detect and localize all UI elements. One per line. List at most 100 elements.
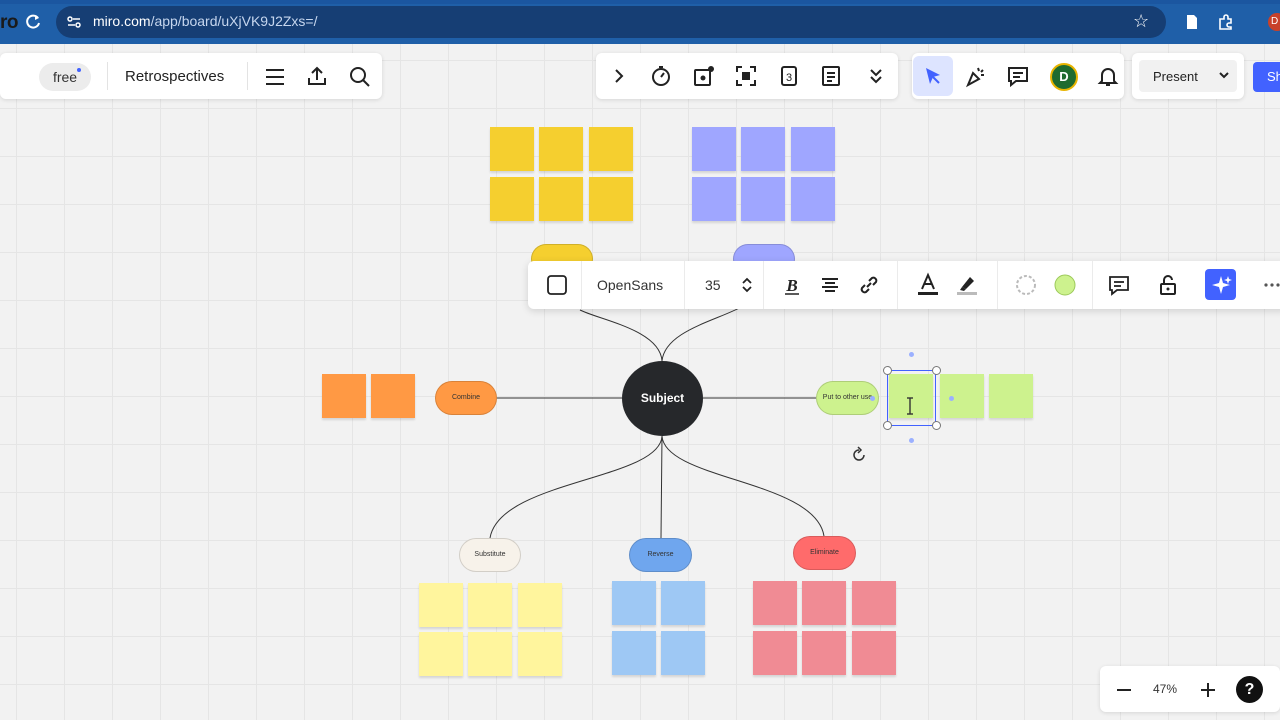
sticky-note[interactable] [852, 581, 896, 625]
bell-icon[interactable] [1096, 64, 1120, 88]
notes-icon[interactable] [819, 64, 843, 88]
sticky-note[interactable] [468, 632, 512, 676]
text-color-icon[interactable] [916, 272, 940, 296]
sticky-note[interactable] [802, 631, 846, 675]
mindmap-node-reverse[interactable]: Reverse [629, 538, 692, 572]
sticky-note[interactable] [791, 177, 835, 221]
sticky-note[interactable] [612, 631, 656, 675]
stepper-icon[interactable] [737, 273, 757, 297]
shape-square-icon[interactable] [545, 273, 569, 297]
voting-icon[interactable] [692, 64, 716, 88]
zoom-level[interactable]: 47% [1153, 682, 1178, 696]
sticky-note[interactable] [419, 583, 463, 627]
chevron-double-down-icon[interactable] [864, 64, 888, 88]
mindmap-node-eliminate[interactable]: Eliminate [793, 536, 856, 570]
sticky-note[interactable] [692, 177, 736, 221]
upload-icon[interactable] [305, 64, 329, 88]
sticky-note[interactable] [612, 581, 656, 625]
sticky-note[interactable] [741, 177, 785, 221]
comment-icon[interactable] [1107, 273, 1131, 297]
zoom-out-icon[interactable] [1112, 678, 1136, 702]
fill-color-icon[interactable] [1053, 273, 1077, 297]
sticky-note[interactable] [589, 127, 633, 171]
font-size-input[interactable]: 35 [705, 277, 721, 293]
frame-focus-icon[interactable] [734, 64, 758, 88]
mindmap-node-substitute[interactable]: Substitute [459, 538, 521, 572]
sticky-note[interactable] [539, 127, 583, 171]
share-button[interactable]: Sh [1253, 62, 1280, 92]
highlighter-icon[interactable] [955, 272, 979, 296]
unlock-icon[interactable] [1156, 273, 1180, 297]
reload-icon[interactable] [23, 12, 43, 32]
sticky-note[interactable] [589, 177, 633, 221]
mindmap-center-node[interactable]: Subject [622, 361, 703, 436]
chevron-down-icon[interactable] [1214, 65, 1234, 85]
sticky-note[interactable] [518, 632, 562, 676]
sticky-note[interactable] [661, 581, 705, 625]
connection-point[interactable] [870, 396, 875, 401]
selection-box [887, 370, 936, 426]
connection-point[interactable] [909, 352, 914, 357]
link-icon[interactable] [857, 273, 881, 297]
svg-text:3: 3 [786, 72, 792, 84]
more-icon[interactable] [1262, 273, 1280, 297]
sticky-note[interactable] [741, 127, 785, 171]
zoom-in-icon[interactable] [1196, 678, 1220, 702]
search-icon[interactable] [348, 65, 372, 89]
connection-point[interactable] [949, 396, 954, 401]
divider [897, 261, 898, 309]
sticky-note[interactable] [989, 374, 1033, 418]
rotate-icon[interactable] [850, 446, 868, 464]
extension-icon[interactable] [1217, 13, 1235, 31]
resize-handle[interactable] [883, 366, 892, 375]
sticky-note[interactable] [753, 631, 797, 675]
sticky-note[interactable] [753, 581, 797, 625]
sticky-note[interactable] [468, 583, 512, 627]
mindmap-node-put-to-other-use[interactable]: Put to other use [816, 381, 879, 415]
sticky-note[interactable] [802, 581, 846, 625]
plan-badge[interactable]: free [39, 63, 91, 91]
menu-icon[interactable] [263, 65, 287, 89]
svg-text:B: B [785, 276, 797, 295]
sticky-note[interactable] [692, 127, 736, 171]
board-title[interactable]: Retrospectives [125, 68, 225, 85]
sticky-note[interactable] [661, 631, 705, 675]
sticky-note[interactable] [852, 631, 896, 675]
numbered-icon[interactable]: 3 [777, 64, 801, 88]
address-bar[interactable] [56, 6, 1166, 38]
sticky-note[interactable] [518, 583, 562, 627]
select-cursor-icon[interactable] [921, 64, 945, 88]
browser-profile-avatar[interactable]: D [1268, 13, 1280, 31]
bookmark-star-icon[interactable]: ☆ [1133, 11, 1150, 31]
present-button[interactable] [1139, 60, 1237, 92]
reactions-icon[interactable] [964, 64, 988, 88]
sticky-note[interactable] [791, 127, 835, 171]
chevron-right-icon[interactable] [607, 64, 631, 88]
sticky-note[interactable] [419, 632, 463, 676]
browser-accent [0, 0, 1280, 4]
sticky-note[interactable] [371, 374, 415, 418]
timer-icon[interactable] [649, 64, 673, 88]
divider [247, 62, 248, 90]
user-avatar[interactable]: D [1050, 63, 1078, 91]
sticky-note[interactable] [322, 374, 366, 418]
font-family-select[interactable]: OpenSans [597, 277, 664, 293]
resize-handle[interactable] [932, 366, 941, 375]
selected-sticky-note[interactable] [889, 374, 933, 418]
sticky-note[interactable] [490, 127, 534, 171]
miro-logo[interactable]: ro [0, 12, 19, 33]
site-settings-icon[interactable] [64, 12, 84, 32]
resize-handle[interactable] [883, 421, 892, 430]
bold-icon[interactable]: B [780, 273, 804, 297]
align-center-icon[interactable] [818, 273, 842, 297]
document-icon[interactable] [1183, 13, 1201, 31]
connection-point[interactable] [909, 438, 914, 443]
border-icon[interactable] [1014, 273, 1038, 297]
sticky-note[interactable] [539, 177, 583, 221]
resize-handle[interactable] [932, 421, 941, 430]
comments-icon[interactable] [1006, 64, 1030, 88]
sticky-note[interactable] [940, 374, 984, 418]
sticky-note[interactable] [490, 177, 534, 221]
help-icon[interactable]: ? [1236, 676, 1263, 703]
mindmap-node-combine[interactable]: Combine [435, 381, 497, 415]
